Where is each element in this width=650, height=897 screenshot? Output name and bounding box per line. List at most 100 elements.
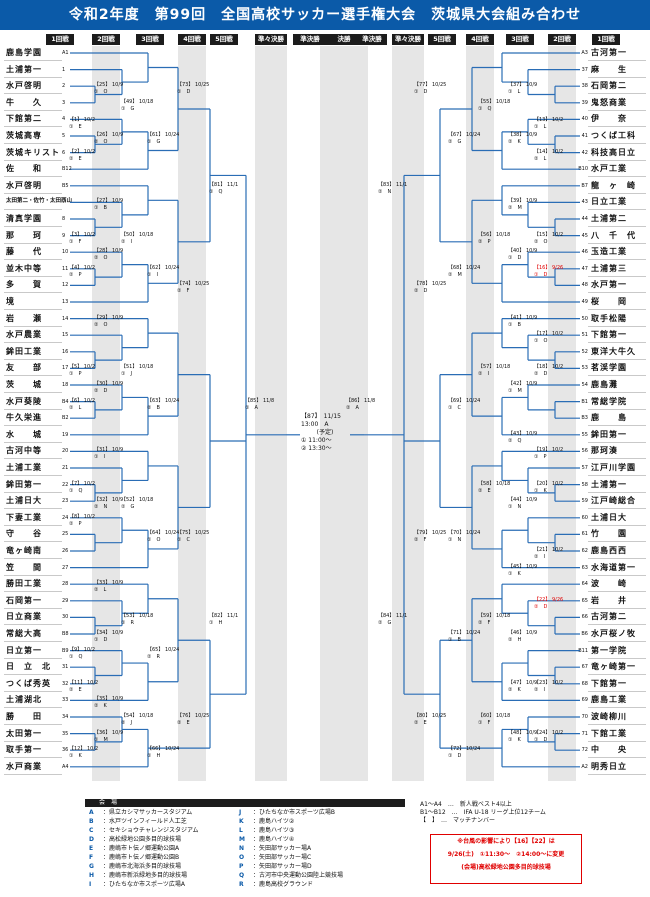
row-divider bbox=[588, 325, 646, 327]
team-name: 佐 和 bbox=[6, 164, 42, 174]
match-number-date: 【44】 10/9 bbox=[508, 497, 538, 504]
seed-slot: 68 bbox=[581, 680, 588, 687]
row-divider bbox=[588, 126, 646, 128]
row-divider bbox=[4, 93, 62, 95]
team-name: 鹿島学園 bbox=[6, 48, 42, 57]
team-name: 古河第一 bbox=[591, 48, 627, 57]
row-divider bbox=[588, 757, 646, 759]
row-divider bbox=[4, 176, 62, 178]
match-number-date: 【51】 10/18 bbox=[121, 364, 154, 371]
match-venue: ② H bbox=[508, 637, 522, 643]
row-divider bbox=[4, 126, 62, 128]
match-number-date: 【4】 10/2 bbox=[69, 264, 95, 271]
seed-slot: 6 bbox=[62, 149, 66, 156]
row-divider bbox=[4, 309, 62, 310]
match-venue: ② J bbox=[121, 720, 132, 726]
seed-slot: 12 bbox=[62, 282, 69, 289]
row-divider bbox=[588, 76, 646, 78]
team-name: 江戸崎総合 bbox=[591, 496, 636, 506]
team-name: 境 bbox=[6, 297, 15, 306]
seed-slot: 51 bbox=[581, 332, 588, 339]
match-number-date: 【1】 10/2 bbox=[69, 117, 95, 124]
match-number-date: 【36】 10/9 bbox=[94, 729, 124, 736]
seed-slot: 64 bbox=[581, 581, 588, 588]
venue-name: ：鹿嶋市ト伝ノ郷運動公園A bbox=[103, 845, 180, 852]
row-divider bbox=[4, 491, 62, 493]
row-divider bbox=[588, 358, 646, 360]
match-number-date: 【71】 10/24 bbox=[448, 630, 481, 636]
match-venue: ② O bbox=[94, 139, 108, 145]
team-name: 土浦第三 bbox=[591, 263, 627, 273]
match-number-date: 【35】 10/9 bbox=[94, 696, 124, 703]
row-divider bbox=[588, 176, 646, 178]
match-venue: ② L bbox=[69, 404, 82, 411]
match-number-date: 【80】 10/25 bbox=[414, 713, 447, 719]
match-number-date: 【33】 10/9 bbox=[94, 580, 124, 587]
match-venue: ① J bbox=[121, 371, 132, 378]
match-venue: ② L bbox=[94, 587, 107, 594]
match-venue: ② K bbox=[94, 703, 107, 710]
team-name: 茗渓学園 bbox=[591, 363, 627, 373]
match-venue: ① K bbox=[534, 487, 547, 494]
row-divider bbox=[588, 109, 646, 111]
match-number-date: 【52】 10/18 bbox=[121, 497, 154, 504]
venue-name: ：鹿島ハイツ④ bbox=[253, 836, 295, 843]
seed-slot: 63 bbox=[581, 564, 588, 571]
row-divider bbox=[588, 574, 646, 576]
match-venue: ② O bbox=[534, 238, 548, 245]
match-venue: ② E bbox=[69, 155, 82, 162]
team-name: 取手松陽 bbox=[591, 313, 627, 323]
seed-slot: 35 bbox=[62, 730, 69, 737]
match-number-date: 【61】 10/24 bbox=[147, 132, 180, 138]
match-venue: ② E bbox=[69, 686, 82, 693]
seed-slot: B4 bbox=[62, 398, 69, 405]
venue-name: ：鹿嶋市北海浜多目的球技場 bbox=[103, 863, 182, 870]
row-divider bbox=[4, 143, 62, 144]
match-number-date: 【34】 10/9 bbox=[94, 630, 124, 636]
seed-slot: 43 bbox=[581, 199, 588, 206]
row-divider bbox=[588, 209, 646, 211]
venue-legend-item: O：矢田部サッカー場C bbox=[239, 854, 311, 862]
row-divider bbox=[588, 143, 646, 144]
match-venue: ② P bbox=[69, 520, 82, 527]
row-divider bbox=[4, 358, 62, 360]
team-name: 竜ヶ崎第一 bbox=[591, 662, 636, 672]
team-name: 牛 久 bbox=[6, 97, 42, 107]
seed-slot: 46 bbox=[581, 249, 588, 256]
match-number-date: 【86】 11/8 bbox=[346, 397, 376, 404]
round-header: 2回戦 bbox=[92, 34, 120, 45]
match-venue: ② O bbox=[94, 255, 108, 262]
seed-slot: 1 bbox=[62, 66, 66, 73]
round-header: 3回戦 bbox=[506, 34, 534, 45]
venue-name: ：矢田部サッカー場D bbox=[253, 863, 312, 870]
team-name: 竜ヶ崎南 bbox=[6, 546, 42, 555]
venue-code: C bbox=[89, 827, 94, 834]
match-number-date: 【22】 9/26 bbox=[534, 596, 564, 603]
row-divider bbox=[588, 657, 646, 659]
notice-line-3: (会場)高松緑地公園多目的球技場 bbox=[461, 864, 551, 871]
venue-name: ：セキショウチャレンジスタジアム bbox=[103, 827, 199, 834]
match-venue: ① D bbox=[448, 753, 462, 760]
venue-name: ：鹿嶋市新浜緑地多目的球技場 bbox=[103, 872, 188, 879]
team-name: 土浦第二 bbox=[591, 214, 627, 223]
venue-name: ：鹿嶋市ト伝ノ郷運動公園B bbox=[103, 854, 180, 861]
match-venue: ① D bbox=[534, 736, 548, 743]
round-header: 5回戦 bbox=[428, 34, 456, 45]
match-number-date: 【19】 10/2 bbox=[534, 447, 564, 454]
row-divider bbox=[588, 159, 646, 161]
column-stripe bbox=[392, 46, 424, 781]
